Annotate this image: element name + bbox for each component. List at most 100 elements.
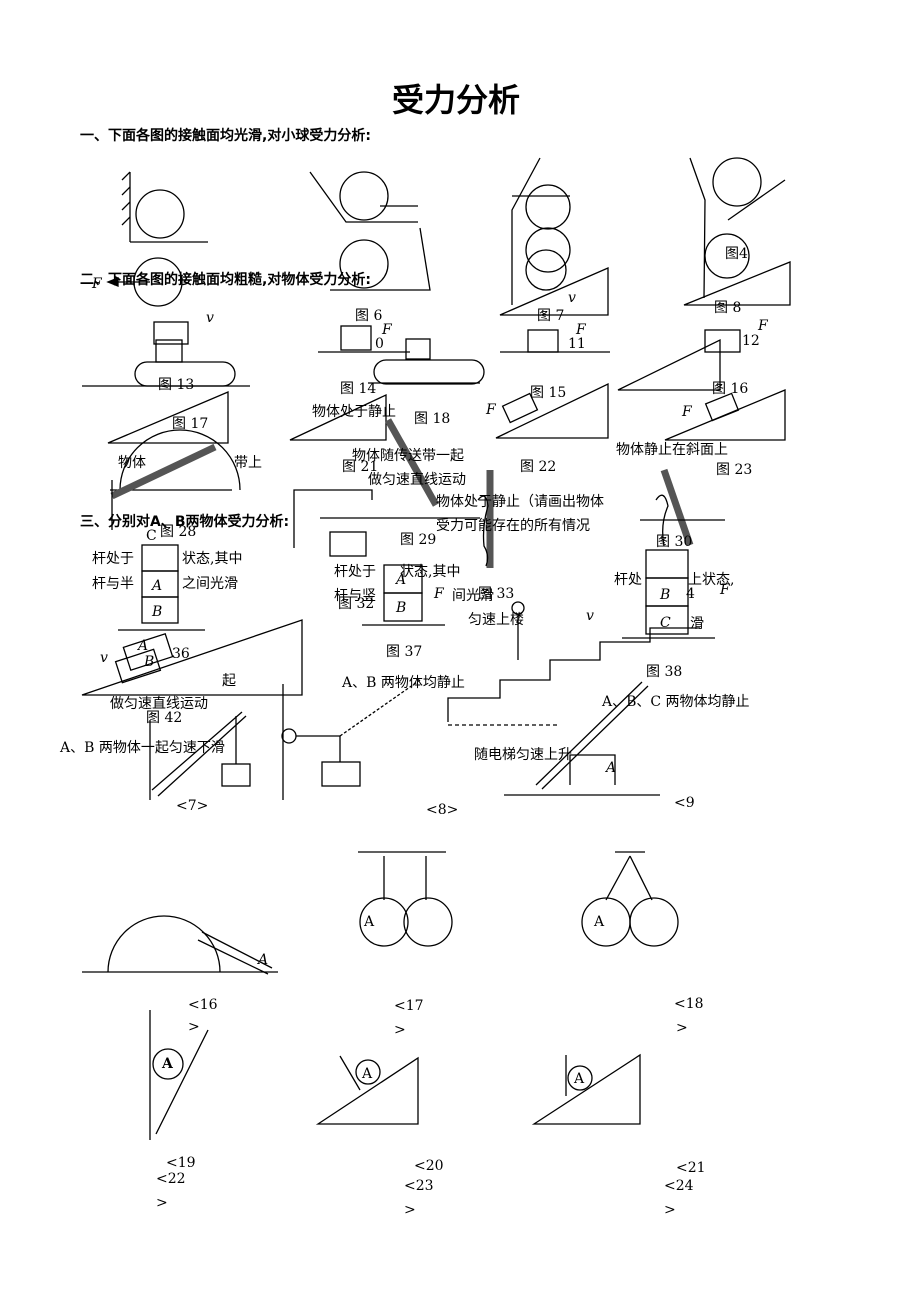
problem-number: <19 <box>166 1155 196 1171</box>
figure-29-rod-wall <box>293 418 480 557</box>
fig-11-label: 11 <box>568 336 586 352</box>
fig-42-label: 图 42 <box>146 710 183 726</box>
caption: 上状态, <box>688 572 735 588</box>
caption: 受力可能存在的所有情况 <box>436 518 590 534</box>
section-2-heading: 二、下面各图的接触面均粗糙,对物体受力分析: <box>80 272 371 288</box>
velocity-label: v <box>568 290 576 306</box>
figure-28-rod-hemisphere <box>110 429 241 530</box>
problem-number: <21 <box>676 1160 706 1176</box>
caption: 做匀速直线运动 <box>110 696 208 712</box>
fig-32-label: 图 32 <box>338 596 375 612</box>
caption: 状态,其中 <box>400 564 461 580</box>
problem-number: <9 <box>674 795 695 811</box>
fig-7-label: 图 7 <box>537 308 565 324</box>
fig-14-label: 图 14 <box>340 381 377 397</box>
fig-17-label: 图 17 <box>172 416 209 432</box>
caption: 杆处于 <box>92 551 134 567</box>
figure-19-ball-wall <box>149 1010 209 1140</box>
force-label: F <box>382 322 392 338</box>
fig-10-label: 0 <box>375 336 384 352</box>
caption: 之间光滑 <box>182 576 238 592</box>
fig-33-label: 图 33 <box>478 586 515 602</box>
force-label: F <box>92 276 102 292</box>
section-1-heading: 一、下面各图的接触面均光滑,对小球受力分析: <box>80 128 371 144</box>
fig-28-label: 图 28 <box>160 524 197 540</box>
caption: A、B、C 两物体均静止 <box>602 694 750 710</box>
problem-number: <22 <box>156 1171 186 1187</box>
figure-7-incline <box>499 261 791 353</box>
caption: 匀速上楼 <box>468 612 524 628</box>
caption: 物体随传送带一起 <box>352 448 464 464</box>
caption: 物体 <box>118 455 146 471</box>
figure-5-ball-force <box>106 257 189 345</box>
block-c-label: C <box>660 615 671 631</box>
figure-7-bottom <box>149 711 251 800</box>
figure-13-conveyor <box>82 338 485 387</box>
caption: A、B 两物体一起匀速下滑 <box>60 740 225 756</box>
caption: 间光滑 <box>452 588 494 604</box>
fig-18-label: 图 18 <box>414 411 451 427</box>
fig-13-label: 图 13 <box>158 377 195 393</box>
caption: 滑 <box>690 616 704 632</box>
caption: 杆与竖 <box>334 588 376 604</box>
fig-8-label: 图 8 <box>714 300 742 316</box>
problem-number-tail: > <box>664 1202 676 1218</box>
figure-3-stacked-balls <box>511 157 571 305</box>
fig-21-label: 图 21 <box>342 459 379 475</box>
velocity-label: v <box>586 608 594 624</box>
velocity-label: v <box>100 650 108 666</box>
problem-number: <20 <box>414 1158 444 1174</box>
caption: 物体处于静止（请画出物体 <box>436 494 604 510</box>
caption: 杆处于 <box>334 564 376 580</box>
caption: 物体处于静止 <box>312 404 396 420</box>
fig-23-label: 图 23 <box>716 462 753 478</box>
figure-4-ball-wedge <box>689 157 786 299</box>
force-label: F <box>486 402 496 418</box>
figure-1-ball-corner <box>121 171 208 243</box>
caption: 物体静止在斜面上 <box>616 442 728 458</box>
force-label: F <box>682 404 692 420</box>
object-a-label: A <box>362 1066 373 1082</box>
fig-6-label: 图 6 <box>355 308 383 324</box>
caption: 杆与半 <box>92 576 134 592</box>
figure-33-monkey-pole <box>477 470 494 568</box>
figure-16-hemisphere <box>82 915 278 975</box>
figure-17-hanging-balls <box>358 851 453 947</box>
problem-number: <17 <box>394 998 424 1014</box>
fig-12-label: 12 <box>742 333 760 349</box>
fig-22-label: 图 22 <box>520 459 557 475</box>
page-title: 受力分析 <box>392 81 521 119</box>
problem-number: <16 <box>188 997 218 1013</box>
figure-21-ball-incline <box>531 1053 641 1125</box>
figure-6-ball-block <box>318 227 431 353</box>
caption: A、B 两物体均静止 <box>342 675 465 691</box>
problem-number-tail: > <box>156 1195 168 1211</box>
block-a-label: A <box>396 572 407 588</box>
caption: 带上 <box>234 455 262 471</box>
fig-37-label: 图 37 <box>386 644 423 660</box>
problem-number-tail: > <box>404 1202 416 1218</box>
problem-number: <7> <box>176 798 209 814</box>
caption: 起 <box>222 673 236 689</box>
block-b-label: B <box>152 604 163 620</box>
problem-number-tail: > <box>188 1019 200 1035</box>
figure-2-ball-groove <box>309 171 418 223</box>
problem-number: <18 <box>674 996 704 1012</box>
caption: 状态,其中 <box>182 551 243 567</box>
figure-18-hanging-balls <box>581 851 679 947</box>
problem-number-tail: > <box>676 1020 688 1036</box>
fig-15-label: 图 15 <box>530 385 567 401</box>
object-a-label: A <box>606 760 617 776</box>
problem-number: <24 <box>664 1178 694 1194</box>
problem-number: <23 <box>404 1178 434 1194</box>
caption: 做匀速直线运动 <box>368 472 466 488</box>
fig-38-label: 图 38 <box>646 664 683 680</box>
object-a-label: A <box>258 952 269 968</box>
section-3-heading: 三、分别对A、B两物体受力分析: <box>80 514 290 530</box>
velocity-label: v <box>206 310 214 326</box>
force-label: F <box>434 586 444 602</box>
fig-16-label: 图 16 <box>712 381 749 397</box>
fig-34-label: 4 <box>686 586 695 602</box>
figure-36-incline-blocks <box>81 619 303 696</box>
